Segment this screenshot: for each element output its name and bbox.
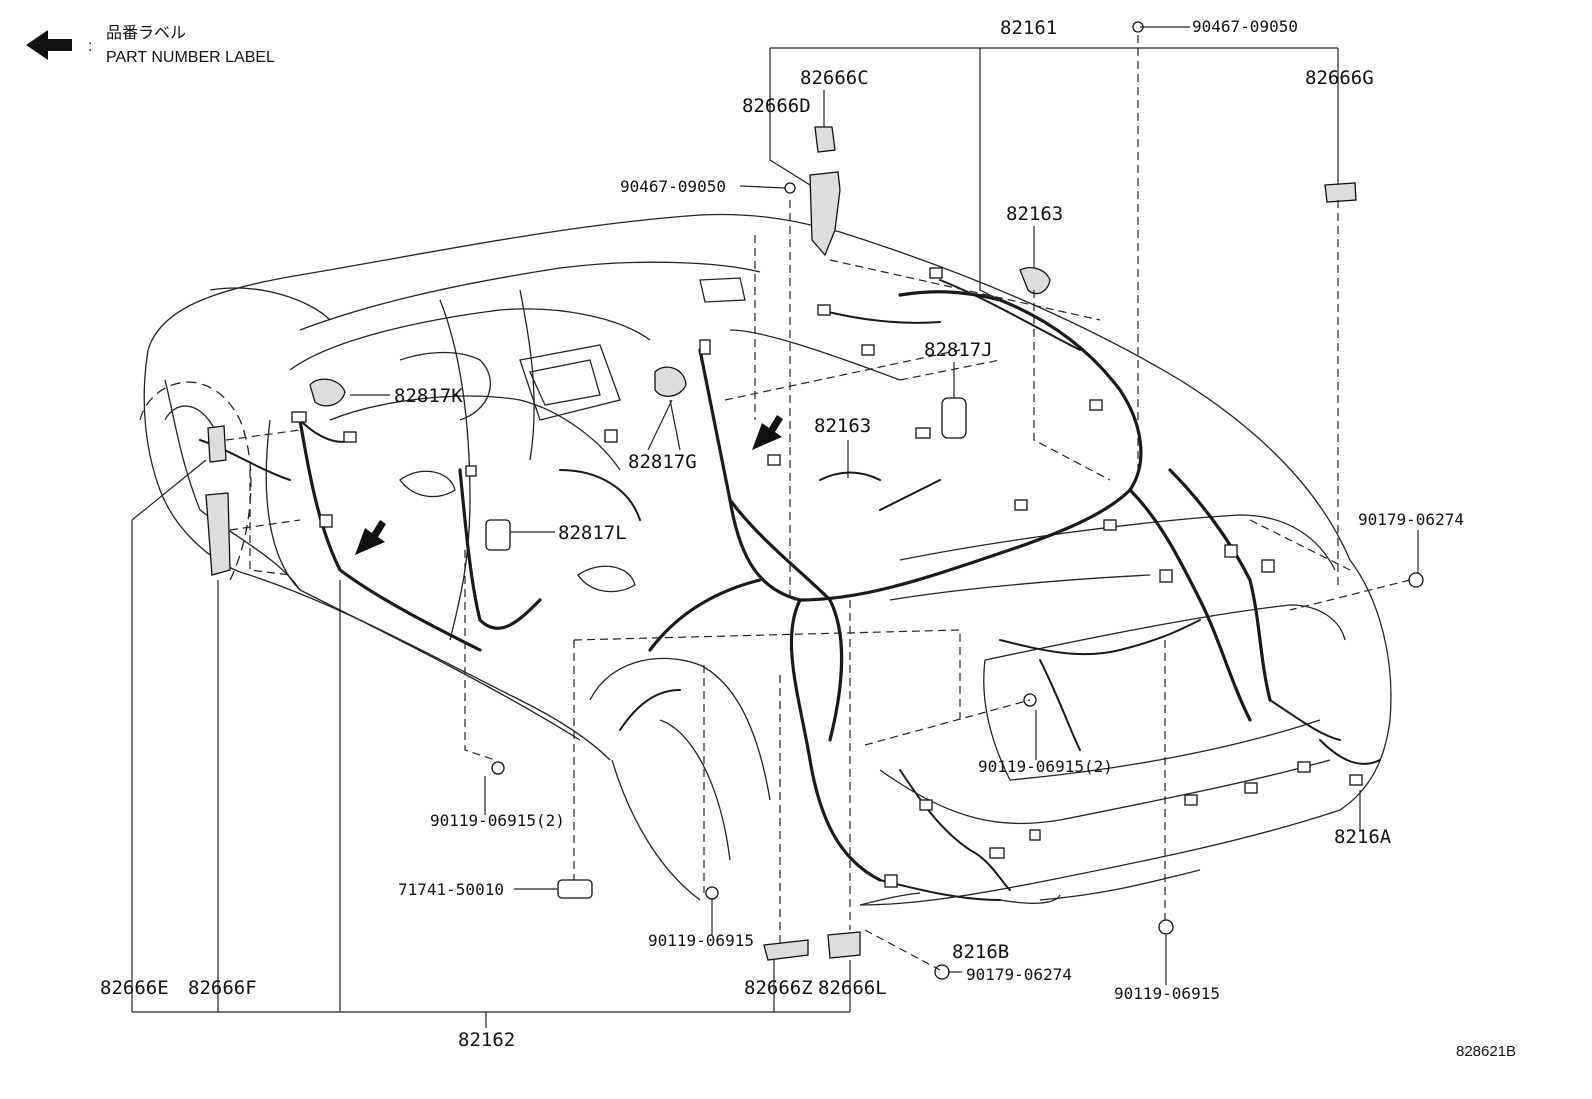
location-arrow-icon [752, 415, 783, 450]
clip-icon [784, 182, 796, 194]
label-90467-top: 90467-09050 [1192, 17, 1298, 36]
part-number-label-arrow-icon [26, 30, 72, 60]
connector [915, 427, 931, 439]
part-82666d-shape [809, 171, 841, 257]
parts-shapes [205, 21, 1424, 980]
connector [343, 431, 357, 443]
grommet-icon [1408, 572, 1424, 588]
part-labels: 82161 90467-09050 82666C 82666D 82666G 9… [100, 17, 1516, 1060]
part-82666c-shape [814, 126, 836, 153]
wire-harnesses [199, 279, 1381, 901]
part-82666f-shape [205, 492, 231, 576]
connector [319, 514, 333, 528]
label-71741: 71741-50010 [398, 880, 504, 899]
part-82817l-shape [485, 519, 511, 551]
legend: : 品番ラベル PART NUMBER LABEL [26, 24, 275, 66]
part-82817g-shape [654, 366, 687, 397]
label-82666g: 82666G [1305, 67, 1374, 89]
label-90119-lower: 90119-06915 [648, 931, 754, 950]
label-82666l: 82666L [818, 977, 887, 999]
bolt-icon [1158, 919, 1174, 935]
label-82666c: 82666C [800, 67, 869, 89]
connector [767, 454, 781, 466]
label-82817l: 82817L [558, 522, 627, 544]
connector [1014, 499, 1028, 511]
connector [861, 344, 875, 356]
label-82817j: 82817J [924, 339, 993, 361]
connector [1261, 559, 1275, 573]
legend-label-jp: 品番ラベル [106, 24, 186, 42]
connector [919, 799, 933, 811]
label-82817k: 82817K [394, 385, 463, 407]
legend-separator: : [88, 38, 92, 55]
legend-label-en: PART NUMBER LABEL [106, 49, 275, 66]
label-82666e: 82666E [100, 977, 169, 999]
label-82162: 82162 [458, 1029, 515, 1051]
connector [699, 339, 711, 355]
connector [465, 465, 477, 477]
part-71741-shape [557, 879, 593, 899]
connector [291, 411, 307, 423]
connector [1297, 761, 1311, 773]
label-8216b: 8216B [952, 941, 1009, 963]
label-82666z: 82666Z [744, 977, 813, 999]
car-body-outline [139, 213, 1392, 906]
label-82163-b: 82163 [814, 415, 871, 437]
grommet-icon [934, 964, 950, 980]
label-82666f: 82666F [188, 977, 257, 999]
connector [989, 847, 1005, 859]
part-82666e-shape [207, 425, 227, 463]
label-8216a: 8216A [1334, 826, 1392, 848]
label-82161: 82161 [1000, 17, 1057, 39]
leader-lines [131, 26, 1419, 1028]
connector [1349, 774, 1363, 786]
label-90179-right: 90179-06274 [1358, 510, 1464, 529]
part-82163-shape [1019, 267, 1051, 295]
connector [1029, 829, 1041, 841]
connector [817, 304, 831, 316]
label-82666d: 82666D [742, 95, 811, 117]
label-90179-lower: 90179-06274 [966, 965, 1072, 984]
bolt-icon [705, 886, 719, 900]
connector [1159, 569, 1173, 583]
connector [1244, 782, 1258, 794]
part-82666z-shape [763, 939, 809, 961]
part-82666g-shape [1324, 182, 1357, 203]
part-82666l-shape [827, 931, 861, 959]
part-82817k-shape [309, 378, 346, 407]
label-90119-left: 90119-06915(2) [430, 811, 565, 830]
connectors [291, 267, 1363, 888]
label-82817g: 82817G [628, 451, 697, 473]
label-90467-left: 90467-09050 [620, 177, 726, 196]
location-arrow-icon [355, 520, 386, 555]
bolt-icon [491, 761, 505, 775]
part-82817j-shape [941, 397, 967, 439]
connector [1089, 399, 1103, 411]
connector [604, 429, 618, 443]
locator-lines [225, 35, 1411, 971]
label-90119-mid: 90119-06915(2) [978, 757, 1113, 776]
connector [884, 874, 898, 888]
label-82163-a: 82163 [1006, 203, 1063, 225]
connector [1184, 794, 1198, 806]
connector [1224, 544, 1238, 558]
connector [929, 267, 943, 279]
label-90119-bottom: 90119-06915 [1114, 984, 1220, 1003]
connector [1103, 519, 1117, 531]
diagram-code: 828621B [1456, 1043, 1516, 1060]
